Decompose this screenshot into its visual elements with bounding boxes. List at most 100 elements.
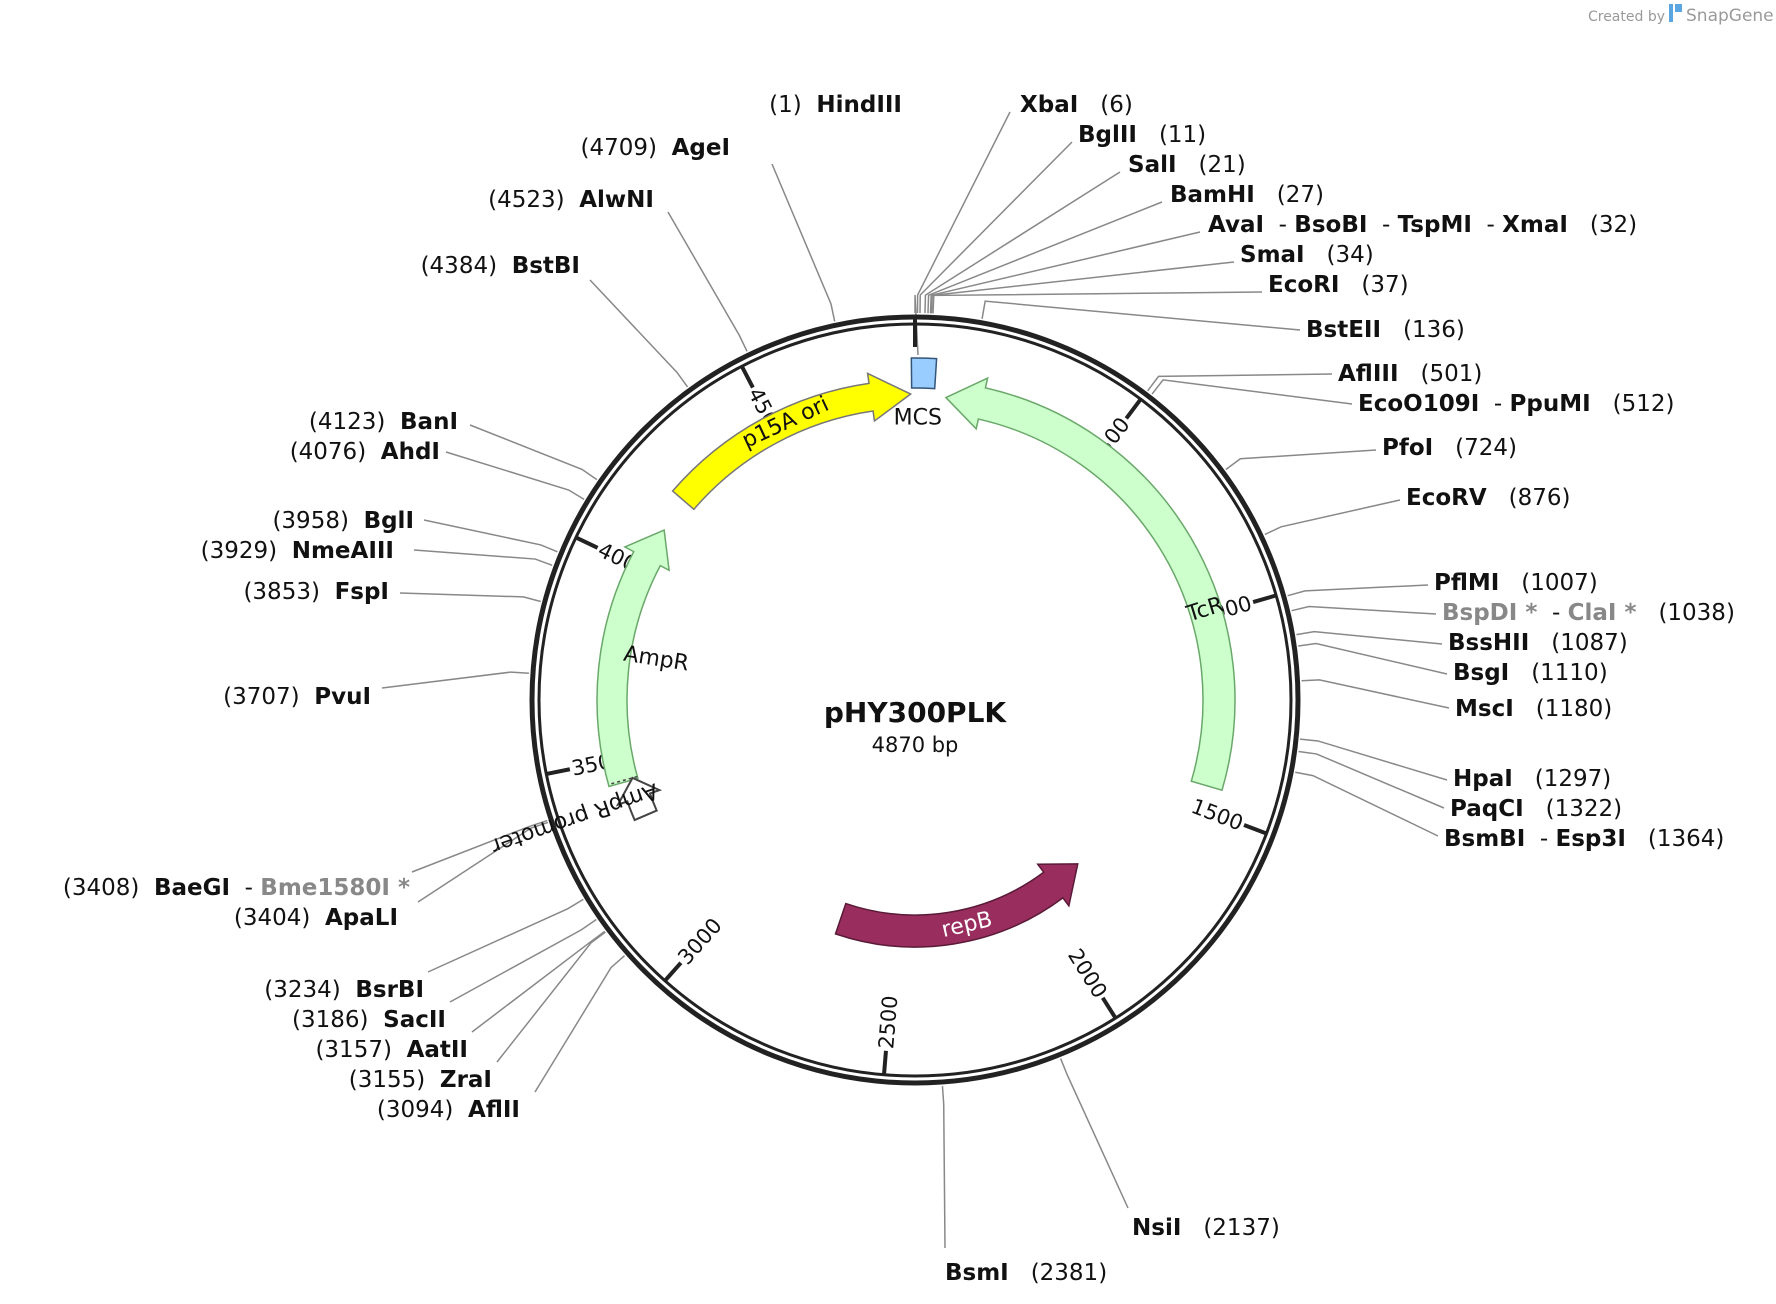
enzyme-label[interactable]: (4523) AlwNI: [488, 187, 654, 213]
enzyme-position: (4523): [488, 187, 564, 213]
enzyme-separator: [139, 875, 154, 901]
enzyme-name: AhdI: [381, 439, 440, 465]
enzyme-name: PaqCI: [1450, 796, 1524, 822]
enzyme-label[interactable]: (3404) ApaLI: [234, 905, 398, 931]
enzyme-leader: [1301, 679, 1450, 709]
enzyme-label[interactable]: SmaI (34): [1240, 242, 1374, 268]
enzyme-leader: [667, 211, 748, 352]
enzyme-label[interactable]: (4384) BstBI: [421, 253, 580, 279]
enzyme-label[interactable]: SalI (21): [1128, 152, 1246, 178]
enzyme-label[interactable]: HpaI (1297): [1453, 766, 1611, 792]
enzyme-label[interactable]: NsiI (2137): [1132, 1215, 1280, 1241]
enzyme-position: (21): [1198, 152, 1245, 178]
enzyme-label[interactable]: (3186) SacII: [292, 1007, 446, 1033]
enzyme-label[interactable]: BstEII (136): [1306, 317, 1465, 343]
enzyme-label[interactable]: MscI (1180): [1455, 696, 1612, 722]
enzyme-separator: [1499, 570, 1521, 596]
enzyme-label[interactable]: EcoRV (876): [1406, 485, 1570, 511]
enzyme-separator: -: [1367, 212, 1397, 238]
enzyme-separator: [392, 1037, 407, 1063]
ampr-promoter-overlap: [608, 775, 638, 786]
enzyme-separator: -: [230, 875, 260, 901]
enzyme-label[interactable]: BsgI (1110): [1453, 660, 1608, 686]
enzyme-position: (4123): [309, 409, 385, 435]
enzyme-name: AlwNI: [579, 187, 654, 213]
enzyme-leader: [534, 955, 626, 1093]
enzyme-name: XbaI: [1020, 92, 1078, 118]
enzyme-position: (1297): [1535, 766, 1611, 792]
enzyme-label[interactable]: EcoO109I - PpuMI (512): [1358, 391, 1674, 417]
snapgene-logo-icon: [1669, 4, 1682, 22]
enzyme-separator: [1529, 630, 1551, 656]
enzyme-leaders: [381, 111, 1450, 1249]
enzyme-label[interactable]: BsmI (2381): [945, 1260, 1107, 1286]
enzyme-label[interactable]: XbaI (6): [1020, 92, 1133, 118]
enzyme-separator: [1524, 796, 1546, 822]
enzyme-label[interactable]: (3157) AatII: [315, 1037, 468, 1063]
enzyme-name: EcoO109I: [1358, 391, 1479, 417]
feature-repb: [834, 863, 1079, 948]
enzyme-separator: [1509, 660, 1531, 686]
enzyme-leader: [1264, 499, 1401, 536]
enzyme-separator: [802, 92, 817, 118]
enzyme-name: BaeGI: [154, 875, 230, 901]
enzyme-leader: [1296, 630, 1443, 645]
enzyme-separator: [310, 905, 325, 931]
enzyme-label[interactable]: EcoRI (37): [1268, 272, 1409, 298]
enzyme-label[interactable]: AflIII (501): [1338, 361, 1482, 387]
enzyme-separator: [1591, 391, 1613, 417]
enzyme-label[interactable]: (3234) BsrBI: [264, 977, 424, 1003]
enzyme-position: (4709): [580, 135, 656, 161]
enzyme-label[interactable]: PaqCI (1322): [1450, 796, 1622, 822]
enzyme-leader: [930, 261, 1235, 314]
tick-mark: [1252, 593, 1278, 604]
enzyme-label[interactable]: (3853) FspI: [243, 579, 389, 605]
enzyme-label[interactable]: BsmBI - Esp3I (1364): [1444, 826, 1724, 852]
enzyme-position: (4076): [290, 439, 366, 465]
plasmid-length: 4870 bp: [872, 733, 959, 757]
enzyme-leader: [411, 819, 548, 873]
enzyme-leader: [1298, 750, 1445, 809]
enzyme-label[interactable]: (3408) BaeGI - Bme1580I *: [63, 875, 410, 901]
enzyme-label[interactable]: (4076) AhdI: [290, 439, 440, 465]
enzyme-position: (1): [769, 92, 802, 118]
enzyme-separator: [1078, 92, 1100, 118]
enzyme-label[interactable]: (4123) BanI: [309, 409, 458, 435]
enzyme-label[interactable]: AvaI - BsoBI - TspMI - XmaI (32): [1208, 212, 1637, 238]
enzyme-label[interactable]: (3707) PvuI: [223, 684, 371, 710]
enzyme-label[interactable]: PfoI (724): [1382, 435, 1517, 461]
enzyme-label[interactable]: PflMI (1007): [1434, 570, 1598, 596]
enzyme-position: (4384): [421, 253, 497, 279]
enzyme-label[interactable]: (3929) NmeAIII: [201, 538, 394, 564]
enzyme-label[interactable]: (4709) AgeI: [580, 135, 730, 161]
enzyme-leader: [927, 201, 1163, 314]
enzyme-name: NsiI: [1132, 1215, 1181, 1241]
enzyme-name: BsmBI: [1444, 826, 1525, 852]
enzyme-name: PfoI: [1382, 435, 1433, 461]
enzyme-label[interactable]: BamHI (27): [1170, 182, 1324, 208]
feature-ampr-promoter: [615, 776, 663, 822]
enzyme-position: (2381): [1031, 1260, 1107, 1286]
enzyme-name: AflII: [468, 1097, 520, 1123]
enzyme-name: PpuMI: [1510, 391, 1591, 417]
enzyme-leader: [417, 821, 549, 903]
enzyme-position: (2137): [1203, 1215, 1279, 1241]
enzyme-label[interactable]: (3958) BglI: [272, 508, 414, 534]
credit-created-by: Created by: [1588, 9, 1665, 25]
enzyme-label[interactable]: (1) HindIII: [769, 92, 902, 118]
enzyme-label[interactable]: (3094) AflII: [377, 1097, 520, 1123]
enzyme-label[interactable]: BssHII (1087): [1448, 630, 1628, 656]
enzyme-separator: [341, 977, 356, 1003]
enzyme-position: (34): [1327, 242, 1374, 268]
enzyme-name: BssHII: [1448, 630, 1529, 656]
enzyme-leader: [771, 163, 836, 322]
enzyme-position: (3853): [243, 579, 319, 605]
enzyme-position: (136): [1403, 317, 1465, 343]
enzyme-leader: [589, 279, 689, 388]
enzyme-label[interactable]: BspDI * - ClaI * (1038): [1442, 600, 1735, 626]
enzyme-name: MscI: [1455, 696, 1514, 722]
tick-mark: [1101, 996, 1118, 1020]
enzyme-label[interactable]: BglII (11): [1078, 122, 1206, 148]
enzyme-label[interactable]: (3155) ZraI: [349, 1067, 492, 1093]
enzyme-separator: [1487, 485, 1509, 511]
